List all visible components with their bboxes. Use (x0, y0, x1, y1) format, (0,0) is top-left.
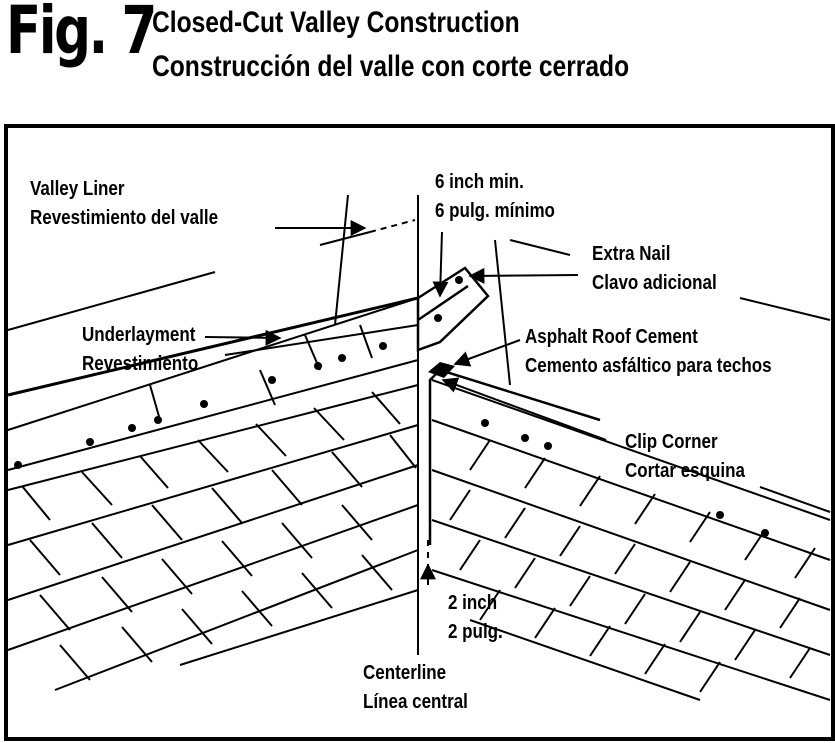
extra-nail-label: Extra Nail Clavo adicional (592, 243, 717, 294)
right-shingle-tabs (449, 439, 816, 693)
right-top-shingle (428, 368, 601, 545)
extra-nail-dot (455, 276, 463, 284)
folded-top-shingle (416, 266, 490, 352)
figure-title-english: Closed-Cut Valley Construction (152, 6, 520, 39)
clip-corner-label: Clip Corner Cortar esquina (625, 431, 745, 482)
nail-dot (434, 314, 442, 322)
left-nail-row (14, 342, 387, 469)
asphalt-roof-cement-label: Asphalt Roof Cement Cemento asfáltico pa… (525, 326, 772, 377)
underlayment-label: Underlayment Revestimiento (82, 324, 199, 375)
left-shingle-tabs (21, 324, 417, 681)
left-shingle-courses (7, 271, 419, 691)
centerline-label: Centerline Línea central (363, 662, 468, 713)
diagram-frame (4, 124, 835, 741)
valley-liner-label: Valley Liner Revestimiento del valle (30, 178, 219, 229)
two-inch-label: 2 inch 2 pulg. (448, 592, 503, 643)
leader-arrows (204, 220, 607, 585)
six-inch-min-label: 6 inch min. 6 pulg. mínimo (435, 171, 555, 222)
underlayment-edge (7, 296, 419, 397)
right-nail-row (481, 419, 769, 537)
figure-number: Fig. 7 (6, 0, 157, 69)
valley-liner (319, 194, 416, 326)
asphalt-cement-bead (428, 362, 455, 378)
figure-title-spanish: Construcción del valle con corte cerrado (152, 50, 630, 83)
